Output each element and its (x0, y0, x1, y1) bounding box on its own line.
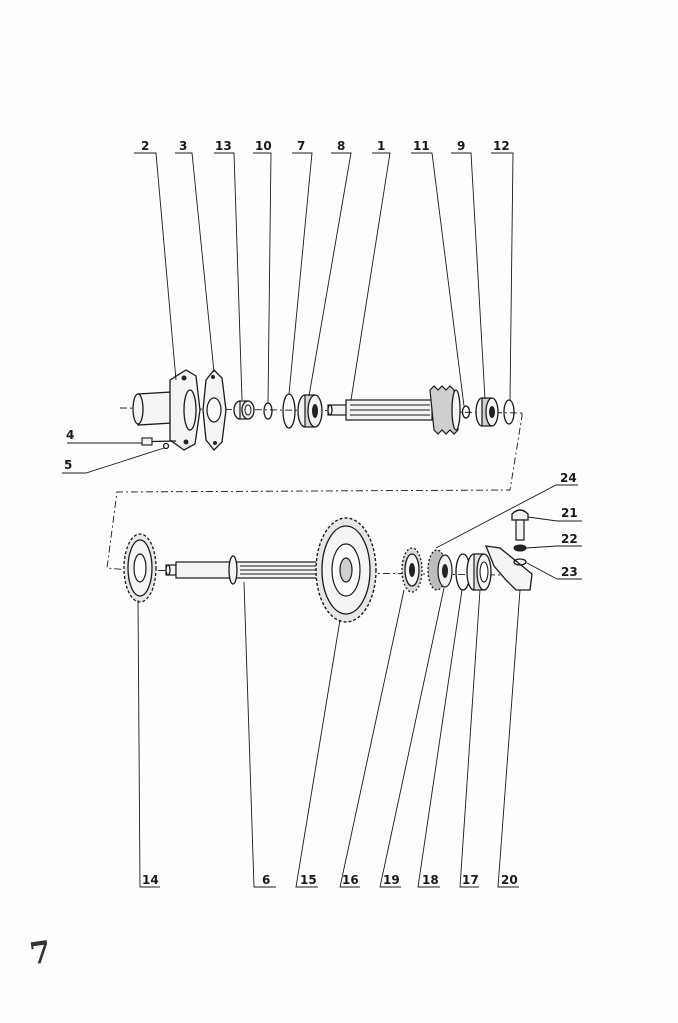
callout-2: 2 (141, 139, 149, 153)
part-10-ring (263, 402, 273, 420)
callout-13: 13 (215, 139, 232, 153)
part-15-large-gear (315, 517, 377, 623)
part-23-washer (513, 558, 527, 566)
part-12-snap-ring (503, 399, 515, 425)
callout-1: 1 (377, 139, 385, 153)
part-19-gear-bearing (427, 549, 453, 591)
part-8-bearing (297, 394, 323, 428)
callout-19: 19 (383, 873, 400, 887)
part-21-bolt (511, 509, 529, 541)
part-4-bolt (141, 437, 177, 446)
callout-7: 7 (297, 139, 305, 153)
callout-9: 9 (457, 139, 465, 153)
callout-labels: 2 3 13 10 7 8 1 11 9 12 4 5 24 21 22 23 … (64, 139, 578, 887)
callout-10: 10 (255, 139, 272, 153)
callout-12: 12 (493, 139, 510, 153)
callout-8: 8 (337, 139, 345, 153)
part-13-bushing (233, 400, 255, 420)
part-16-pinion (401, 547, 423, 593)
part-7-snap-ring (282, 393, 296, 429)
part-11-ring (461, 405, 471, 419)
leader-lines (62, 152, 582, 888)
part-9-bearing (475, 397, 499, 427)
callout-23: 23 (561, 565, 578, 579)
callout-22: 22 (561, 532, 578, 546)
assembly-connection-line (106, 413, 523, 571)
callout-4: 4 (66, 428, 74, 442)
callout-5: 5 (64, 458, 72, 472)
callout-14: 14 (142, 873, 159, 887)
part-17-bushing (466, 553, 492, 591)
callout-17: 17 (462, 873, 479, 887)
callout-11: 11 (413, 139, 430, 153)
callout-20: 20 (501, 873, 518, 887)
callout-3: 3 (179, 139, 187, 153)
part-6-main-shaft (165, 555, 327, 585)
part-1-splined-shaft (327, 385, 461, 435)
callout-21: 21 (561, 506, 578, 520)
part-5-washer (162, 442, 170, 450)
lower-assembly (123, 509, 533, 623)
callout-18: 18 (422, 873, 439, 887)
part-14-gear (123, 533, 157, 603)
part-20-retaining-plate (484, 545, 533, 591)
callout-15: 15 (300, 873, 317, 887)
part-3-gasket (202, 369, 227, 451)
callout-16: 16 (342, 873, 359, 887)
callout-24: 24 (560, 471, 577, 485)
upper-assembly (119, 369, 523, 451)
part-22-lock-washer (513, 544, 527, 552)
part-2-flange-housing (132, 369, 201, 451)
callout-6: 6 (262, 873, 270, 887)
